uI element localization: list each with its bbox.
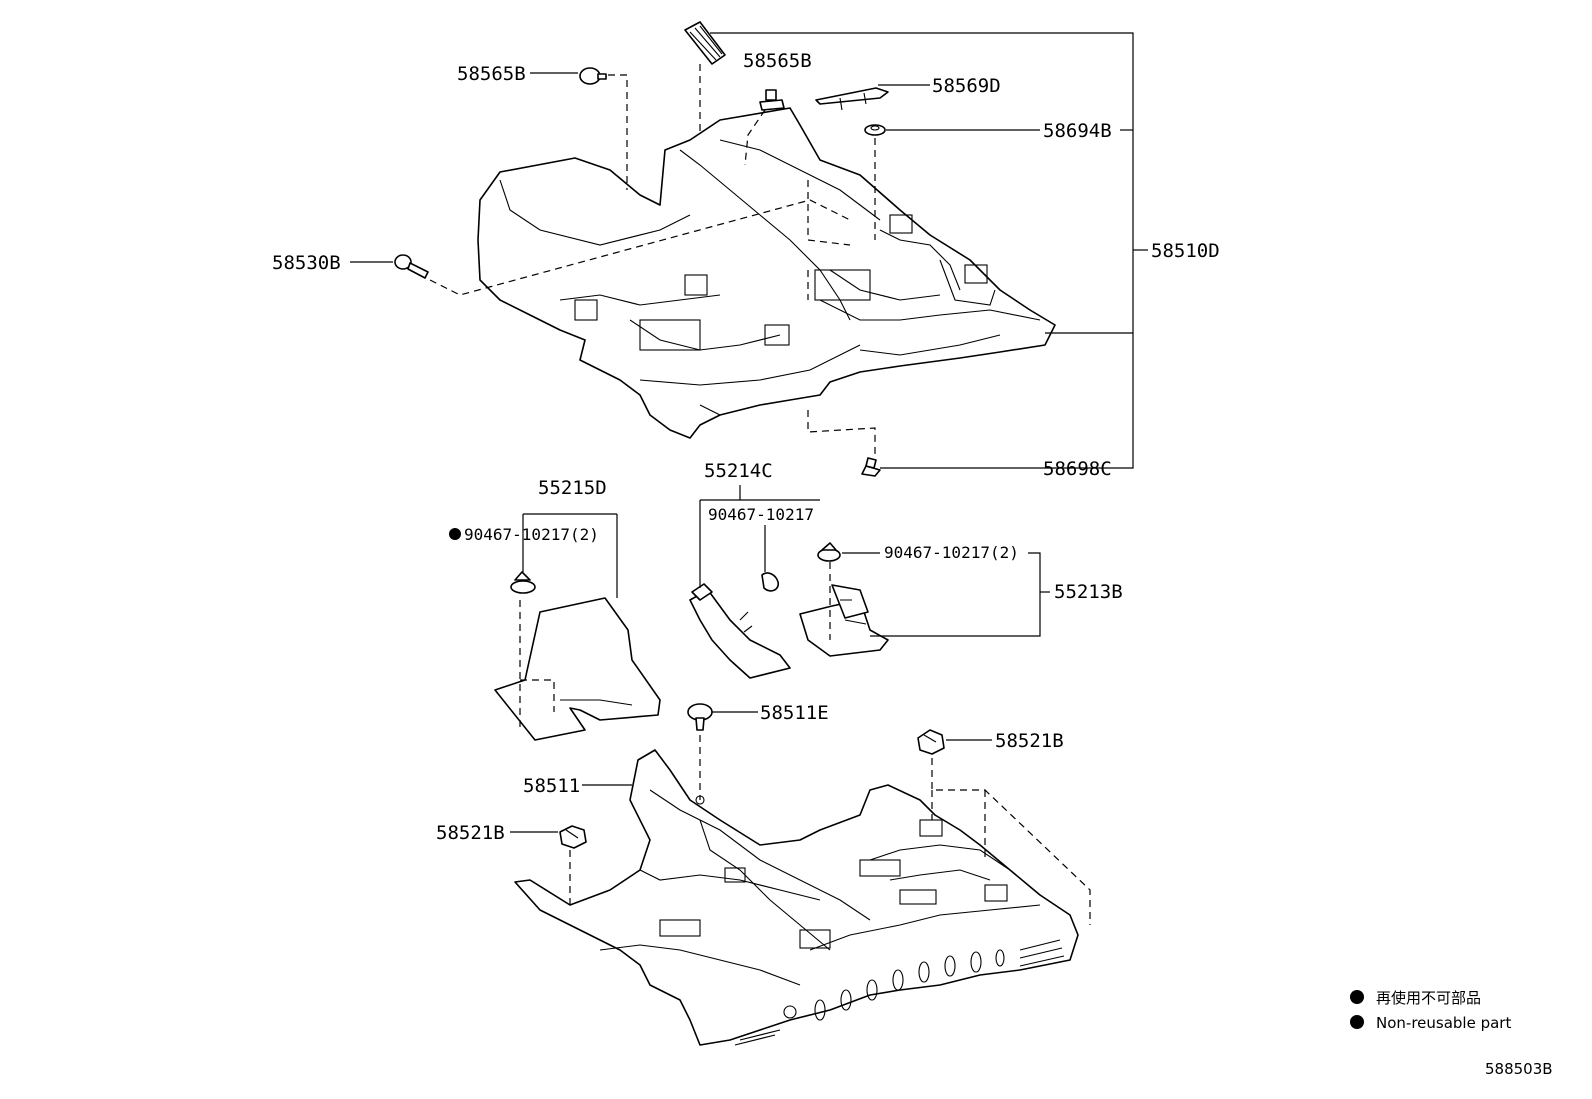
diagram-id: 588503B bbox=[1485, 1060, 1553, 1078]
clip-58521B-a bbox=[917, 729, 945, 755]
label-58530B: 58530B bbox=[272, 252, 341, 274]
label-58521B-a: 58521B bbox=[995, 730, 1064, 752]
clip-58521B-b bbox=[559, 825, 587, 849]
grommet-58698C bbox=[861, 457, 881, 477]
legend-dot-japanese bbox=[1350, 990, 1364, 1004]
leaders-55214C bbox=[699, 485, 820, 588]
label-58510D: 58510D bbox=[1151, 240, 1220, 262]
insulator-55215D bbox=[494, 571, 661, 741]
legend-dot-english bbox=[1350, 1015, 1364, 1029]
label-58565B-b: 58565B bbox=[743, 50, 812, 72]
lower-leaders bbox=[510, 711, 1091, 925]
label-90467-10217-2-left: 90467-10217(2) bbox=[464, 525, 599, 544]
panel-55213B bbox=[799, 542, 889, 657]
pedal-pad-part bbox=[684, 21, 726, 65]
screw-58530B bbox=[394, 254, 429, 279]
label-55213B: 55213B bbox=[1054, 581, 1123, 603]
legend-japanese: 再使用不可部品 bbox=[1376, 989, 1481, 1007]
leaders-55215D bbox=[522, 513, 618, 598]
label-58694B: 58694B bbox=[1043, 120, 1112, 142]
label-58511E: 58511E bbox=[760, 702, 829, 724]
floor-carpet-lower bbox=[514, 749, 1079, 1046]
plate-58569D bbox=[815, 87, 889, 111]
leaders-55213B bbox=[842, 552, 1050, 637]
label-58511: 58511 bbox=[523, 775, 580, 797]
label-58521B-b: 58521B bbox=[436, 822, 505, 844]
label-58565B-a: 58565B bbox=[457, 63, 526, 85]
floor-carpet-upper bbox=[477, 107, 1056, 439]
label-90467-10217-2-right: 90467-10217(2) bbox=[884, 543, 1019, 562]
grommet-58694B bbox=[864, 124, 886, 136]
clip-58565B-a bbox=[579, 67, 607, 85]
label-55215D: 55215D bbox=[538, 477, 607, 499]
legend: 再使用不可部品 Non-reusable part bbox=[1350, 989, 1511, 1032]
non-reusable-marker-dot bbox=[449, 528, 461, 540]
label-58569D: 58569D bbox=[932, 75, 1001, 97]
label-90467-10217: 90467-10217 bbox=[708, 505, 814, 524]
panel-55214C bbox=[689, 572, 791, 679]
clip-58565B-b bbox=[759, 89, 785, 111]
upper-leaders bbox=[350, 32, 1148, 469]
legend-english: Non-reusable part bbox=[1376, 1014, 1511, 1032]
clip-58511E bbox=[687, 703, 713, 731]
label-55214C: 55214C bbox=[704, 460, 773, 482]
label-58698C: 58698C bbox=[1043, 458, 1112, 480]
